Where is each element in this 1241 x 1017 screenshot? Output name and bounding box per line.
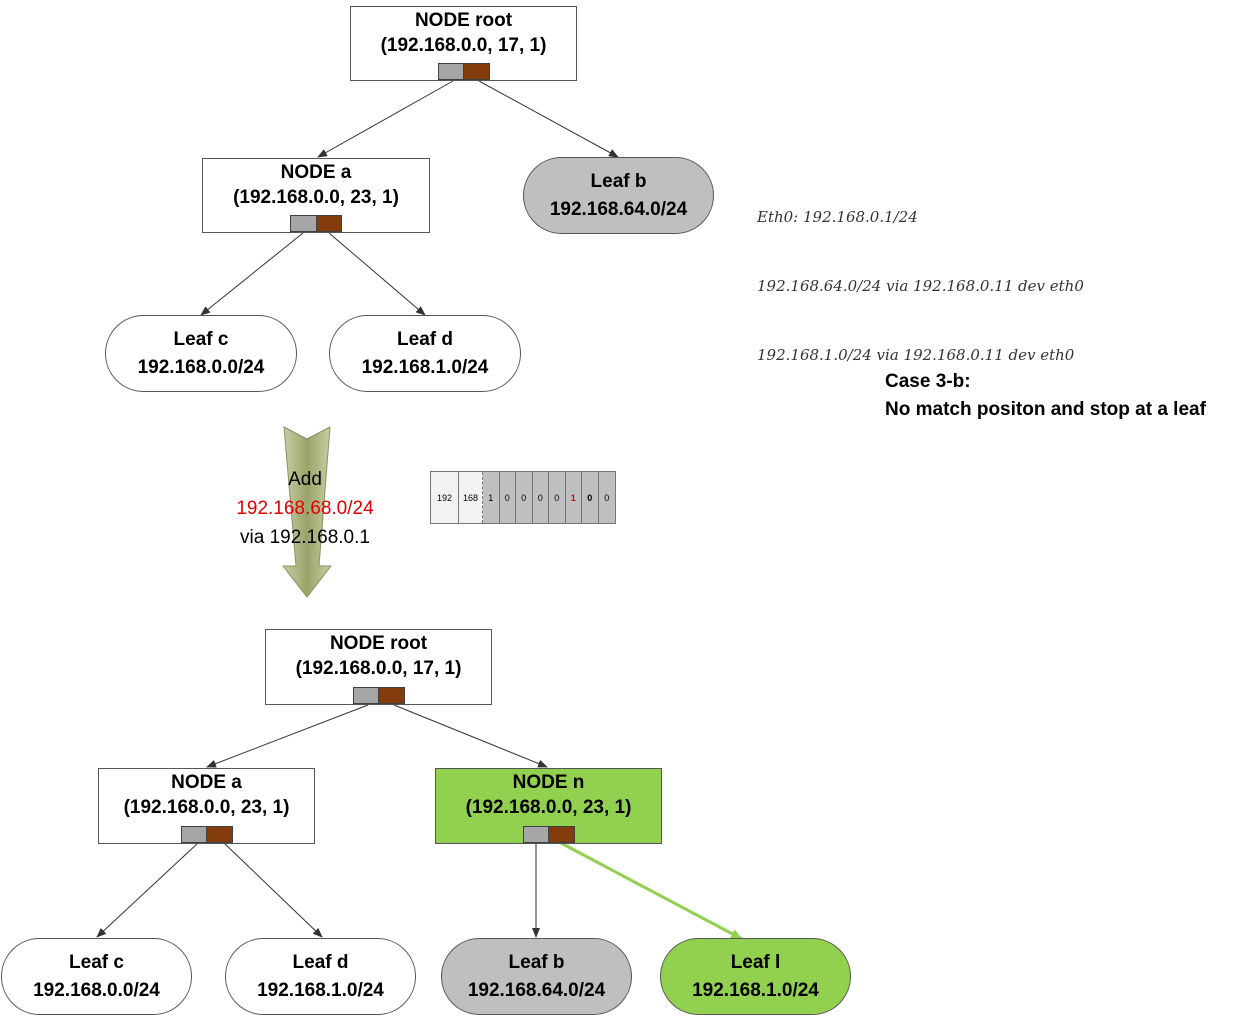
octet-cell: 168 bbox=[459, 472, 483, 523]
bit-cell: 1 bbox=[483, 472, 500, 523]
case-description: No match positon and stop at a leaf bbox=[885, 399, 1206, 420]
pointer-cells bbox=[180, 826, 233, 843]
node-title: NODE root bbox=[414, 10, 513, 31]
route-line: Eth0: 192.168.0.1/24 bbox=[757, 208, 918, 226]
leaf-prefix: 192.168.64.0/24 bbox=[467, 979, 606, 1001]
add-prefix: 192.168.68.0/24 bbox=[236, 498, 374, 519]
leaf-name: Leaf b bbox=[590, 170, 647, 192]
leaf-name: Leaf b bbox=[508, 951, 565, 973]
case-title: Case 3-b: bbox=[885, 371, 971, 392]
node-title: NODE a bbox=[280, 162, 352, 183]
leaf-prefix: 192.168.64.0/24 bbox=[549, 198, 688, 220]
leaf-prefix: 192.168.0.0/24 bbox=[33, 979, 160, 1001]
leaf-b-top: Leaf b 192.168.64.0/24 bbox=[523, 157, 714, 234]
edge-root-n-bottom bbox=[393, 704, 548, 768]
add-label: Add bbox=[288, 469, 322, 490]
bit-cell: 0 bbox=[532, 472, 549, 523]
bit-cells: 192 168 1 0 0 0 0 1 0 0 bbox=[430, 471, 616, 524]
case-label: Case 3-b: No match positon and stop at a… bbox=[885, 368, 1206, 424]
pointer-cells bbox=[352, 687, 405, 704]
leaf-prefix: 192.168.1.0/24 bbox=[692, 979, 819, 1001]
pointer-cells bbox=[522, 826, 575, 843]
leaf-name: Leaf d bbox=[397, 328, 453, 350]
node-params: (192.168.0.0, 17, 1) bbox=[380, 35, 547, 56]
octet-cell: 192 bbox=[431, 472, 459, 523]
edge-root-b-top bbox=[478, 80, 619, 158]
node-params: (192.168.0.0, 23, 1) bbox=[465, 797, 632, 818]
leaf-l-bottom: Leaf l 192.168.1.0/24 bbox=[660, 938, 851, 1015]
leaf-b-bottom: Leaf b 192.168.64.0/24 bbox=[441, 938, 632, 1015]
bit-cell: 0 bbox=[516, 472, 533, 523]
edge-root-a-top bbox=[317, 80, 454, 158]
leaf-name: Leaf l bbox=[730, 951, 781, 973]
leaf-prefix: 192.168.0.0/24 bbox=[137, 356, 265, 378]
node-params: (192.168.0.0, 17, 1) bbox=[295, 658, 462, 679]
node-root-top: NODE root (192.168.0.0, 17, 1) bbox=[350, 6, 577, 81]
leaf-d-top: Leaf d 192.168.1.0/24 bbox=[329, 315, 521, 392]
leaf-d-bottom: Leaf d 192.168.1.0/24 bbox=[225, 938, 416, 1015]
leaf-c-top: Leaf c 192.168.0.0/24 bbox=[105, 315, 297, 392]
routing-table: Eth0: 192.168.0.1/24 192.168.64.0/24 via… bbox=[757, 160, 1084, 390]
edge-a-c-bottom bbox=[96, 842, 199, 938]
leaf-name: Leaf c bbox=[69, 951, 124, 973]
pointer-cells bbox=[290, 215, 342, 232]
node-params: (192.168.0.0, 23, 1) bbox=[233, 187, 399, 208]
node-title: NODE a bbox=[171, 772, 242, 793]
pointer-cells bbox=[437, 63, 490, 80]
edge-root-a-bottom bbox=[206, 704, 369, 768]
edge-a-c-top bbox=[200, 232, 304, 316]
route-line: 192.168.1.0/24 via 192.168.0.11 dev eth0 bbox=[757, 346, 1075, 364]
node-title: NODE n bbox=[512, 772, 585, 793]
leaf-c-bottom: Leaf c 192.168.0.0/24 bbox=[1, 938, 192, 1015]
bit-cell-highlight: 1 bbox=[565, 472, 582, 523]
node-a-top: NODE a (192.168.0.0, 23, 1) bbox=[202, 158, 430, 233]
node-params: (192.168.0.0, 23, 1) bbox=[123, 797, 290, 818]
node-a-bottom: NODE a (192.168.0.0, 23, 1) bbox=[98, 768, 315, 844]
leaf-prefix: 192.168.1.0/24 bbox=[257, 979, 384, 1001]
leaf-name: Leaf d bbox=[292, 951, 349, 973]
bit-cell: 0 bbox=[549, 472, 566, 523]
bit-cell: 0 bbox=[499, 472, 516, 523]
add-route-text: Add 192.168.68.0/24 via 192.168.0.1 bbox=[205, 465, 405, 552]
edge-a-d-bottom bbox=[223, 842, 323, 938]
node-n-bottom: NODE n (192.168.0.0, 23, 1) bbox=[435, 768, 662, 844]
edge-a-d-top bbox=[328, 232, 426, 316]
bit-cell: 0 bbox=[598, 472, 615, 523]
leaf-name: Leaf c bbox=[173, 328, 229, 350]
leaf-prefix: 192.168.1.0/24 bbox=[361, 356, 489, 378]
edge-n-l-new bbox=[560, 841, 743, 941]
bit-cell: 0 bbox=[582, 472, 599, 523]
route-line: 192.168.64.0/24 via 192.168.0.11 dev eth… bbox=[757, 277, 1084, 295]
add-via: via 192.168.0.1 bbox=[240, 527, 370, 548]
node-title: NODE root bbox=[329, 633, 428, 654]
node-root-bottom: NODE root (192.168.0.0, 17, 1) bbox=[265, 629, 492, 705]
